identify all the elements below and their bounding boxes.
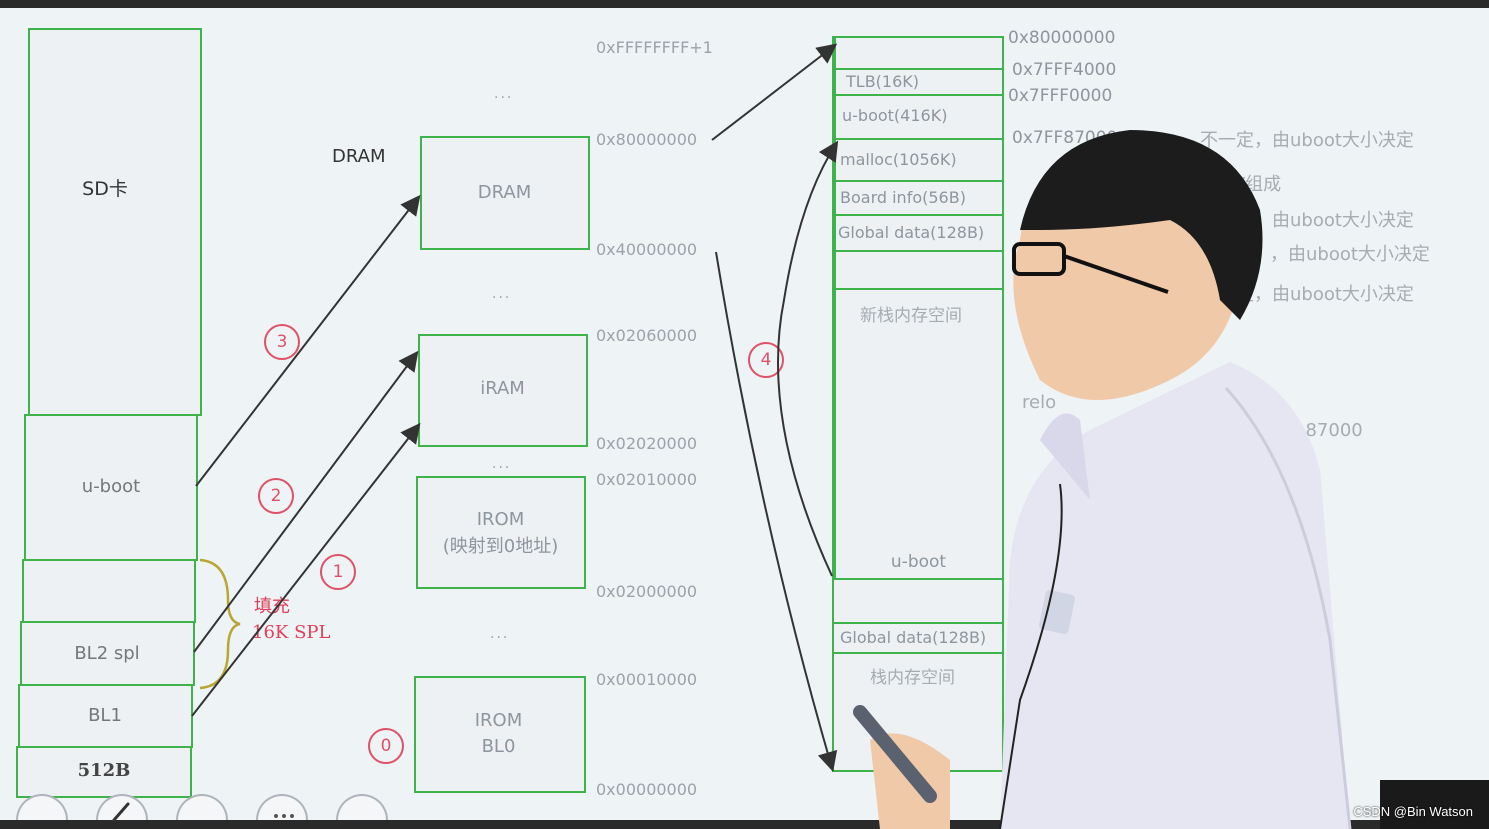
addr-b-7fff4000: 0x7FFF4000 <box>1012 60 1117 80</box>
layout-global-data-label: Global data(128B) <box>838 223 985 242</box>
layout-tlb: TLB(16K) <box>834 68 1004 96</box>
layout-gap <box>834 250 1004 290</box>
sd-uboot-label: u-boot <box>81 476 141 497</box>
layout-tlb-label: TLB(16K) <box>846 72 919 91</box>
note-reloc: relo <box>1022 392 1057 413</box>
note-2: ENV组成 <box>1208 174 1282 195</box>
addr-b-7fff0000: 0x7FFF0000 <box>1008 86 1113 106</box>
layout-board-info: Board info(56B) <box>834 180 1004 216</box>
addr-02060000: 0x02060000 <box>596 326 698 345</box>
sd-bl1-label: BL1 <box>88 705 122 726</box>
iram-block-label: iRAM <box>480 378 525 399</box>
layout-gap-low <box>832 578 1004 624</box>
layout-global-data: Global data(128B) <box>834 214 1004 252</box>
pen-icon <box>112 802 130 822</box>
addr-00010000: 0x00010000 <box>596 670 698 689</box>
dram-block: DRAM <box>420 136 590 250</box>
irom-bl0-label-1: IROM <box>474 710 523 731</box>
step-1-marker: 1 <box>320 554 356 590</box>
note-1: 不一定，由uboot大小决定 <box>1200 130 1414 151</box>
irom-mapped-block: IROM (映射到0地址) <box>416 476 586 589</box>
layout-top-gap <box>834 36 1004 70</box>
layout-stack-low: 栈内存空间 <box>832 652 1004 772</box>
layout-global-data-low: Global data(128B) <box>832 622 1004 654</box>
projector-slide: SD卡 u-boot BL2 spl BL1 512B 填充 16K SPL D… <box>0 8 1489 822</box>
irom-bl0-label-2: BL0 <box>481 736 516 757</box>
sd-bl2-label: BL2 spl <box>74 643 140 664</box>
addr-40000000: 0x40000000 <box>596 240 698 259</box>
irom-mapped-label-2: (映射到0地址) <box>442 536 559 557</box>
irom-bl0-block: IROM BL0 <box>414 676 586 793</box>
more-icon <box>274 814 294 818</box>
layout-new-stack: 新栈内存空间 u-boot <box>834 288 1004 580</box>
addr-02020000: 0x02020000 <box>596 434 698 453</box>
sd-bl2-region: BL2 spl <box>20 621 195 686</box>
sd-512b-label: 512B <box>77 760 131 781</box>
dram-heading: DRAM <box>332 146 386 167</box>
sd-card-title: SD卡 <box>82 178 128 200</box>
layout-malloc-label: malloc(1056K) <box>840 150 957 169</box>
note-3: 定，由uboot大小决定 <box>1236 210 1414 231</box>
layout-uboot-label: u-boot(416K) <box>842 106 948 125</box>
addr-00000000: 0x00000000 <box>596 780 698 799</box>
layout-malloc: malloc(1056K) <box>834 138 1004 182</box>
note-5: 定，由uboot大小决定 <box>1236 284 1414 305</box>
sd-uboot-region: u-boot <box>24 414 198 561</box>
step-4-marker: 4 <box>748 342 784 378</box>
layout-new-stack-label: 新栈内存空间 <box>860 306 962 326</box>
toolbar-menu-button[interactable] <box>336 794 388 820</box>
step-0-marker: 0 <box>368 728 404 764</box>
layout-board-info-label: Board info(56B) <box>840 188 966 207</box>
note-reloc-addr: 3C187000 <box>1270 420 1363 441</box>
ellipsis-low: ... <box>490 626 510 642</box>
ellipsis-top: ... <box>494 86 514 102</box>
ellipsis-iram: ... <box>492 456 512 472</box>
note-4: ，由uboot大小决定 <box>1270 244 1430 265</box>
ellipsis-mid: ... <box>492 286 512 302</box>
toolbar-pen-button[interactable] <box>96 794 148 822</box>
addr-80000000: 0x80000000 <box>596 130 698 149</box>
layout-uboot: u-boot(416K) <box>834 94 1004 140</box>
spl-size-label: 16K SPL <box>252 622 331 643</box>
fill-label: 填充 <box>254 596 290 617</box>
sd-card-block: SD卡 <box>28 28 202 416</box>
step-3-marker: 3 <box>264 324 300 360</box>
step-2-marker: 2 <box>258 478 294 514</box>
irom-mapped-label-1: IROM <box>476 509 525 530</box>
sd-padding-region <box>22 559 196 623</box>
addr-02010000: 0x02010000 <box>596 470 698 489</box>
layout-stack-low-label: 栈内存空间 <box>870 668 955 688</box>
sd-bl1-region: BL1 <box>18 684 193 748</box>
addr-b-80000000: 0x80000000 <box>1008 28 1116 48</box>
layout-global-data-low-label: Global data(128B) <box>840 628 987 647</box>
addr-b-7ff87000: 0x7FF87000 <box>1012 128 1118 148</box>
iram-block: iRAM <box>418 334 588 447</box>
csdn-watermark: CSDN @Bin Watson <box>1353 804 1473 819</box>
sd-512b-region: 512B <box>16 746 192 798</box>
dram-block-label: DRAM <box>477 182 532 203</box>
addr-02000000: 0x02000000 <box>596 582 698 601</box>
addr-top: 0xFFFFFFFF+1 <box>596 38 713 57</box>
layout-uboot-reloc-label: u-boot <box>890 552 947 572</box>
toolbar-more-button[interactable] <box>256 794 308 820</box>
